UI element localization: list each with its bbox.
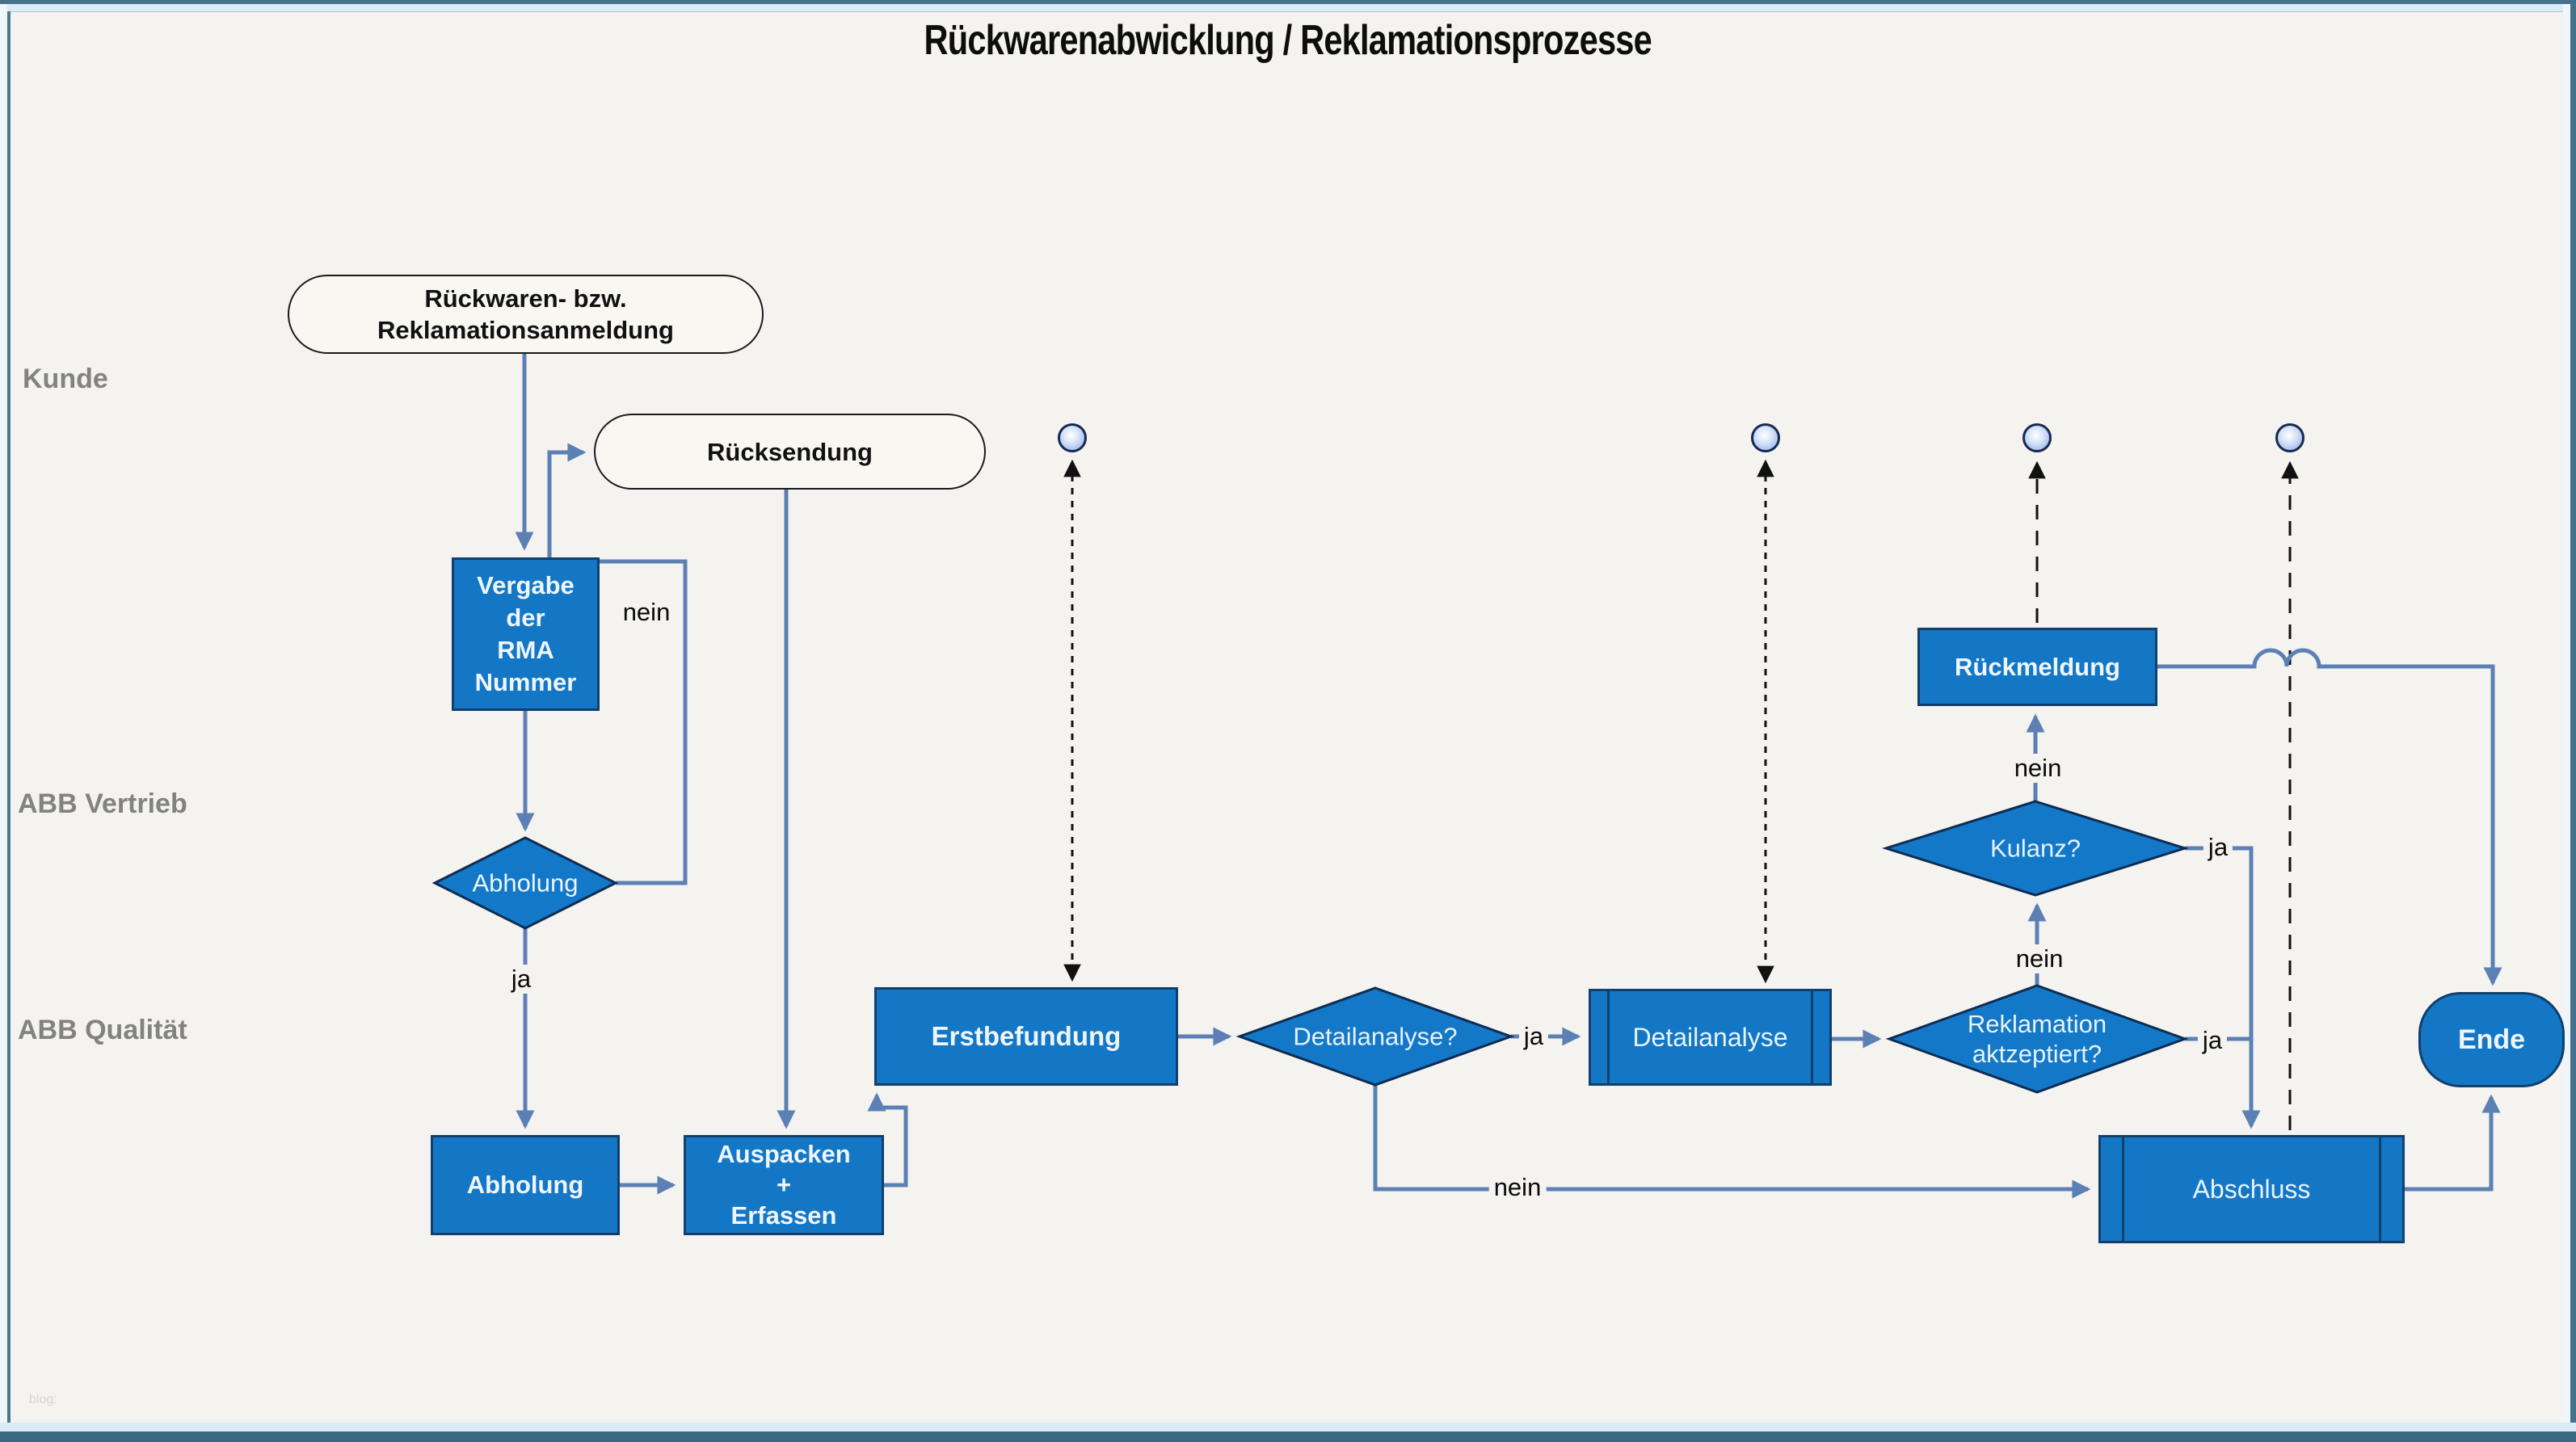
offpage-connector-circle-4 — [2275, 423, 2305, 452]
offpage-connector-circle-2 — [1751, 423, 1780, 452]
lane-label-abb-qualitaet: ABB Qualität — [18, 1015, 187, 1045]
edge-nein-ruecksendung — [547, 443, 688, 885]
offpage-connector-circle-3 — [2022, 423, 2052, 452]
abschluss-label: Abschluss — [2192, 1175, 2311, 1204]
edge-auspacken-erstbefundung — [867, 1092, 908, 1188]
rueckmeldung-node: Rückmeldung — [1917, 628, 2157, 706]
offpage-connector-circle-1 — [1058, 423, 1087, 452]
subprocess-bar-right — [1811, 991, 1813, 1083]
decision-abholung — [431, 836, 619, 930]
frame-top-light — [0, 4, 2576, 11]
reklamation-decision-label: Reklamation aktzeptiert? — [1967, 1010, 2107, 1068]
detailanalyse-decision-label: Detailanalyse? — [1293, 1022, 1458, 1051]
subprocess-bar-right — [2379, 1137, 2381, 1241]
frame-top-dark — [0, 0, 2576, 4]
edge-abschluss-ende — [2405, 1094, 2501, 1192]
abholung-decision-label: Abholung — [472, 868, 579, 898]
subprocess-bar-left — [2122, 1137, 2124, 1241]
vergabe-rma-node: Vergabe der RMA Nummer — [452, 557, 600, 711]
edge-label-detailanalyse-ja: ja — [1518, 1022, 1549, 1051]
start-node: Rückwaren- bzw. Reklamationsanmeldung — [288, 275, 764, 354]
edge-label-reklamation-nein: nein — [2010, 944, 2069, 973]
decision-kulanz — [1881, 800, 2190, 897]
edge-label-reklamation-ja: ja — [2197, 1026, 2228, 1055]
lane-label-kunde: Kunde — [23, 364, 108, 394]
decision-reklamation-aktzeptiert — [1885, 984, 2189, 1094]
edge-label-kulanz-nein: nein — [2009, 754, 2067, 783]
lane-label-abb-vertrieb: ABB Vertrieb — [18, 788, 187, 819]
frame-bottom-light — [0, 1423, 2576, 1431]
edge-label-abholung-ja: ja — [506, 965, 537, 994]
detailanalyse-subprocess-node: Detailanalyse — [1589, 989, 1832, 1086]
page-title: Rückwarenabwicklung / Reklamationsprozes… — [924, 17, 1652, 64]
detailanalyse-label: Detailanalyse — [1632, 1023, 1788, 1052]
kulanz-decision-label: Kulanz? — [1989, 834, 2081, 863]
edge-label-detailanalyse-nein: nein — [1488, 1173, 1547, 1202]
abholung-node: Abholung — [431, 1135, 620, 1235]
frame-left-dark — [7, 11, 11, 1433]
edge-kulanz-ja-abschluss — [2185, 846, 2261, 1129]
abschluss-subprocess-node: Abschluss — [2098, 1135, 2405, 1243]
subprocess-bar-left — [1607, 991, 1610, 1083]
frame-right-dark — [2570, 0, 2576, 1442]
edge-nein-abschluss — [1373, 1085, 2091, 1199]
ende-node: Ende — [2418, 992, 2565, 1087]
edge-label-kulanz-ja: ja — [2203, 833, 2233, 862]
edge-label-abholung-nein: nein — [622, 598, 671, 626]
frame-top-line — [0, 11, 2576, 12]
frame-right-light — [2563, 4, 2570, 1434]
edge-rueckmeldung-ende — [2157, 648, 2502, 986]
ruecksendung-node: Rücksendung — [594, 414, 986, 490]
frame-bottom-dark — [0, 1431, 2576, 1442]
erstbefundung-node: Erstbefundung — [874, 987, 1178, 1086]
auspacken-erfassen-node: Auspacken + Erfassen — [684, 1135, 884, 1235]
watermark-text: blog: — [29, 1393, 57, 1406]
frame-left-light — [0, 4, 7, 1434]
decision-detailanalyse — [1235, 986, 1515, 1087]
